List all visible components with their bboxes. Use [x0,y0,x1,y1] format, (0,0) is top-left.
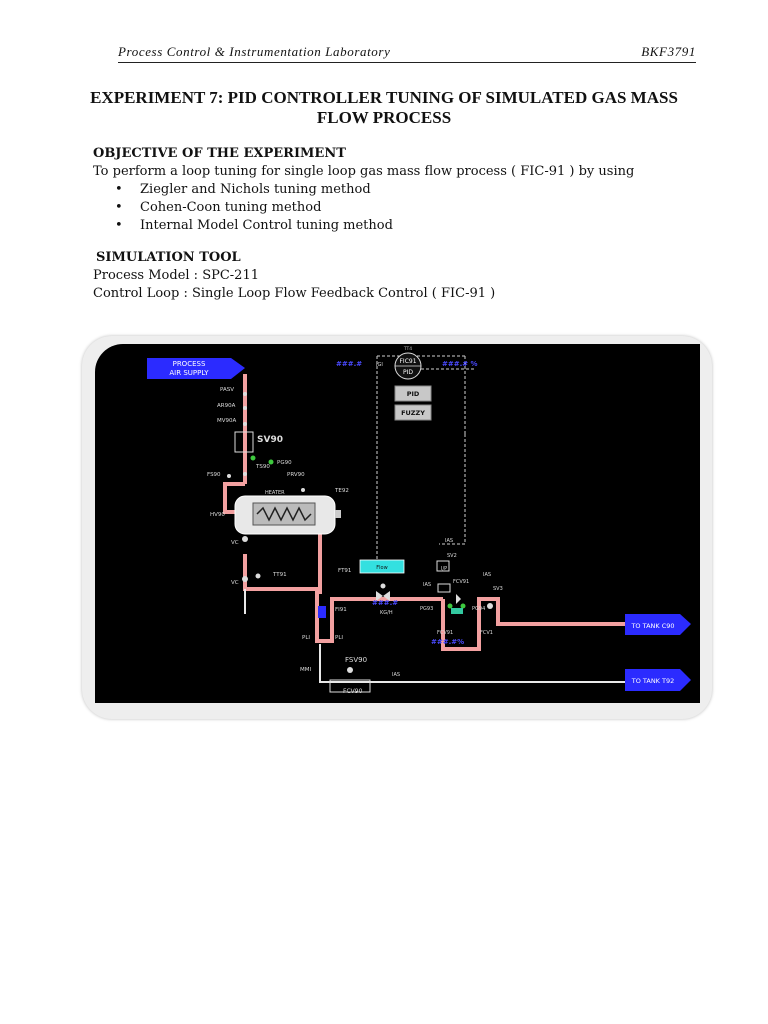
label-vc2: VC [231,580,239,586]
title-line-1: EXPERIMENT 7: PID CONTROLLER TUNING OF S… [90,88,678,107]
to-tank-c90-label: TO TANK C90 [630,622,674,630]
label-pg93: PG93 [420,606,433,612]
tuning-method-list: Ziegler and Nichols tuning method Cohen-… [93,181,634,235]
label-hv90: HV90 [210,512,225,518]
label-fcv1: FCV1 [480,630,493,636]
label-ts90: TS90 [255,464,270,470]
label-fcv91: FCV91 [437,630,453,636]
label-ias-3: IAS [423,582,431,588]
objective-section: OBJECTIVE OF THE EXPERIMENT To perform a… [93,145,634,235]
label-mv90a: MV90A [217,418,237,424]
process-air-supply-tag [147,358,245,379]
label-pg90: PG90 [277,460,292,466]
flow-transmitter-display [359,559,405,574]
label-ias-1: IAS [392,672,400,678]
controller-tag: FIC91 [399,358,416,365]
simulation-heading: SIMULATION TOOL [96,250,241,265]
label-ar90a: AR90A [217,403,236,409]
label-ias-2: IAS [445,538,453,544]
objective-text: To perform a loop tuning for single loop… [93,164,635,179]
label-ip: I/P [441,566,447,572]
readout-left: ###.# [336,360,362,368]
label-fcv91-tag: FCV91 [453,579,469,585]
label-te92: TE92 [334,488,349,494]
label-ias-4: IAS [483,572,491,578]
label-heater: HEATER [265,490,285,496]
process-diagram: PROCESS AIR SUPPLY PASV AR90A MV90A FS90… [95,344,700,703]
process-air-label-1: PROCESS [173,360,206,368]
label-sv2: SV2 [447,553,457,559]
label-mmi: MMI [300,667,311,673]
to-tank-t92-label: TO TANK T92 [631,677,675,685]
label-pg94: PG94 [472,606,485,612]
readout-flow-unit: KG/H [380,610,393,616]
controller-mode: PID [403,369,413,376]
header-course-name: Process Control & Instrumentation Labora… [118,44,391,59]
list-item: Cohen-Coon tuning method [93,199,634,217]
label-pli-2: PLI [302,635,310,641]
label-sv3: SV3 [493,586,503,592]
readout-right: ###.# % [442,360,478,368]
label-fs90: FS90 [207,472,221,478]
experiment-title: EXPERIMENT 7: PID CONTROLLER TUNING OF S… [80,88,688,128]
header-course-code: BKF3791 [641,44,696,59]
label-fsv90: FSV90 [345,656,367,664]
pid-button-label: PID [407,390,420,398]
control-loop-text: Control Loop : Single Loop Flow Feedback… [93,286,496,301]
label-ft91: FT91 [338,568,351,574]
simulation-section: SIMULATION TOOL [96,249,241,267]
label-ft-box: Flow [376,565,387,571]
label-fcv90: FCV90 [343,688,363,695]
simulation-details: Process Model : SPC-211 Control Loop : S… [93,267,495,303]
readout-valve: ###.#% [431,638,464,646]
sv90-box [234,431,254,453]
label-sv90: SV90 [257,435,283,445]
label-pli-1: PLI [335,635,343,641]
to-tank-t92-tag [625,669,691,691]
process-air-label-2: AIR SUPPLY [169,369,209,377]
to-tank-c90-tag [625,614,691,635]
label-tag-top: IGI [376,362,383,368]
label-fic-small: TT4 [403,346,412,352]
label-fi91: FI91 [335,607,347,613]
label-prv90: PRV90 [287,472,305,478]
list-item: Internal Model Control tuning method [93,217,634,235]
label-pasv: PASV [220,387,234,393]
title-line-2: FLOW PROCESS [316,108,452,127]
ip-converter [436,560,450,572]
page-header: Process Control & Instrumentation Labora… [118,44,696,63]
objective-heading: OBJECTIVE OF THE EXPERIMENT [93,146,346,161]
fi91-indicator [318,606,326,618]
process-model-text: Process Model : SPC-211 [93,268,259,283]
pid-button[interactable] [394,385,432,402]
list-item: Ziegler and Nichols tuning method [93,181,634,199]
readout-flow: ###.# [372,599,398,607]
fuzzy-button-label: FUZZY [401,409,425,417]
label-tt91: TT91 [272,572,287,578]
label-vc1: VC [231,540,239,546]
fuzzy-button[interactable] [394,404,432,421]
